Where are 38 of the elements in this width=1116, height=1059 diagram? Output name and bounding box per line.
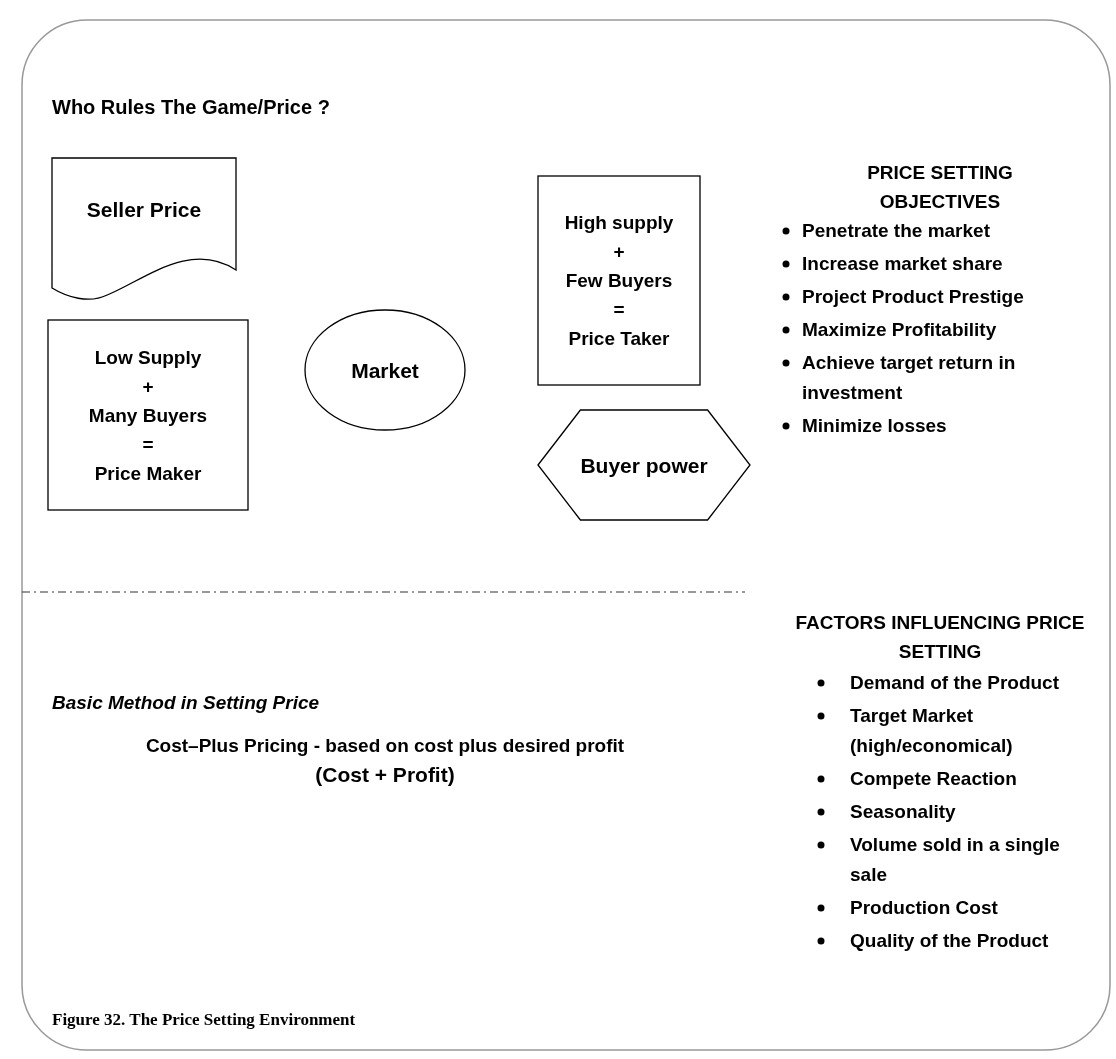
diagram-title: Who Rules The Game/Price ? [52,96,330,119]
bullet-item: Quality of the Product [850,930,1049,951]
node-text: + [142,374,154,399]
hexagon-node [538,410,750,520]
node-text: High supply [564,211,674,235]
node-text: Price Maker [94,461,202,486]
process-box [48,320,248,510]
bullet-item: Volume sold in a single sale [850,834,1060,885]
section-heading: FACTORS INFLUENCING PRICE SETTING [794,611,1086,664]
pricing-formula-text: Cost–Plus Pricing - based on cost plus desired profit [144,735,626,757]
method-heading: Basic Method in Setting Price [52,692,320,714]
bullet-item: Compete Reaction [850,768,1017,789]
ellipse-node [305,310,465,430]
bullet-item: Penetrate the market [802,220,990,241]
bullet-item: Demand of the Product [850,672,1059,693]
bullet-item: Target Market (high/economical) [850,705,1013,756]
bullet-item: Seasonality [850,801,956,822]
figure-caption: Figure 32. The Price Setting Environment [52,1010,356,1030]
node-text: = [142,432,154,457]
bullet-item: Project Product Prestige [802,286,1024,307]
node-text: Few Buyers [565,269,673,293]
pricing-formula-text: (Cost + Profit) [314,763,456,787]
bullet-item: Achieve target return in investment [802,352,1016,403]
bullet-item: Production Cost [850,897,998,918]
node-text: Buyer power [580,452,708,479]
node-text: + [613,240,625,264]
node-text: Many Buyers [88,403,208,428]
node-text: Seller Price [86,196,202,223]
bullet-item: Increase market share [802,253,1003,274]
bullet-item: Minimize losses [802,415,947,436]
document-shape [52,158,236,300]
node-text: = [613,298,625,322]
node-text: Market [351,357,419,384]
process-box [538,176,700,385]
section-heading: PRICE SETTING OBJECTIVES [866,161,1014,214]
bullet-item: Maximize Profitability [802,319,997,340]
node-text: Low Supply [94,345,202,370]
node-text: Price Taker [568,327,670,351]
